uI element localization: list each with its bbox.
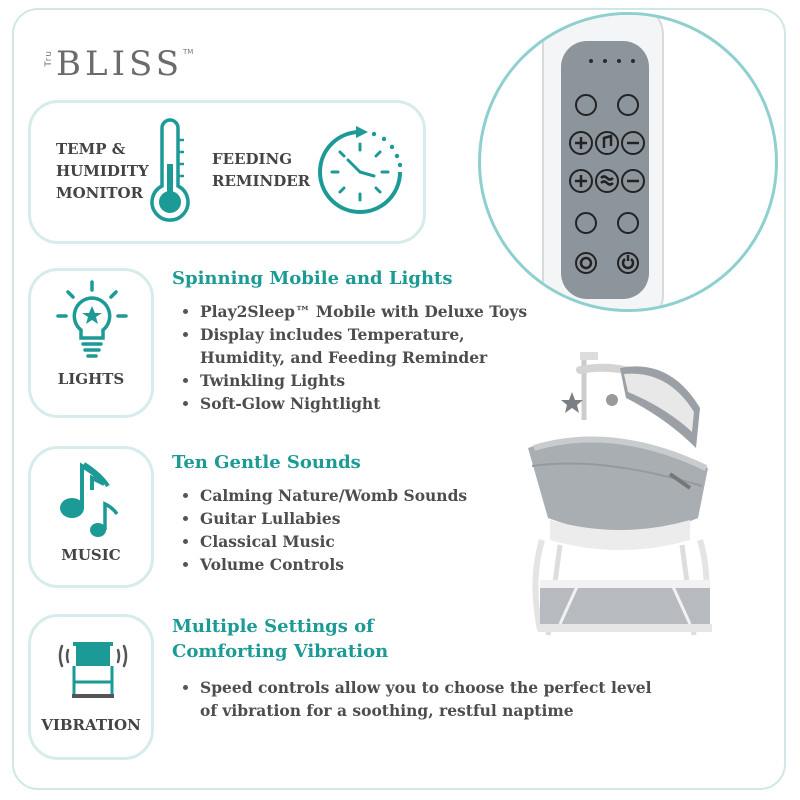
lightbulb-icon xyxy=(56,280,128,358)
music-label: MUSIC xyxy=(61,546,121,564)
list-item: Volume Controls xyxy=(200,553,520,576)
list-item: Speed controls allow you to choose the p… xyxy=(200,676,660,722)
lights-bullet-list: Play2Sleep™ Mobile with Deluxe Toys Disp… xyxy=(172,300,540,415)
clock-icon xyxy=(318,126,403,214)
list-item: Play2Sleep™ Mobile with Deluxe Toys xyxy=(200,300,540,323)
music-note-icon xyxy=(60,462,119,537)
brand-name: BLISS xyxy=(56,44,183,84)
list-item: Twinkling Lights xyxy=(200,369,540,392)
bassinet-image xyxy=(528,352,712,636)
page-frame xyxy=(12,8,786,790)
music-heading: Ten Gentle Sounds xyxy=(172,452,361,473)
vibration-label: VIBRATION xyxy=(41,716,141,734)
vibration-icon xyxy=(58,642,128,698)
thermometer-icon xyxy=(150,118,190,222)
list-item: Soft-Glow Nightlight xyxy=(200,392,540,415)
list-item: Classical Music xyxy=(200,530,520,553)
vibration-heading: Multiple Settings of Comforting Vibratio… xyxy=(172,616,389,662)
lights-icon-box xyxy=(28,268,154,418)
lights-heading: Spinning Mobile and Lights xyxy=(172,268,453,289)
music-bullet-list: Calming Nature/Womb Sounds Guitar Lullab… xyxy=(172,484,520,576)
list-item: Calming Nature/Womb Sounds xyxy=(200,484,520,507)
brand-trademark: TM xyxy=(182,48,194,56)
feeding-reminder-label: FEEDING REMINDER xyxy=(212,150,311,190)
remote-control-image xyxy=(478,12,778,312)
brand-tru: Tru xyxy=(44,50,54,67)
vibration-bullet-list: Speed controls allow you to choose the p… xyxy=(172,676,660,722)
vibration-icon-box xyxy=(28,614,154,760)
temp-humidity-label: TEMP & HUMIDITY MONITOR xyxy=(56,140,149,202)
list-item: Display includes Temperature,Humidity, a… xyxy=(200,323,540,369)
brand-logo: Tru BLISS TM xyxy=(44,46,193,82)
list-item: Guitar Lullabies xyxy=(200,507,520,530)
lights-label: LIGHTS xyxy=(57,370,125,388)
